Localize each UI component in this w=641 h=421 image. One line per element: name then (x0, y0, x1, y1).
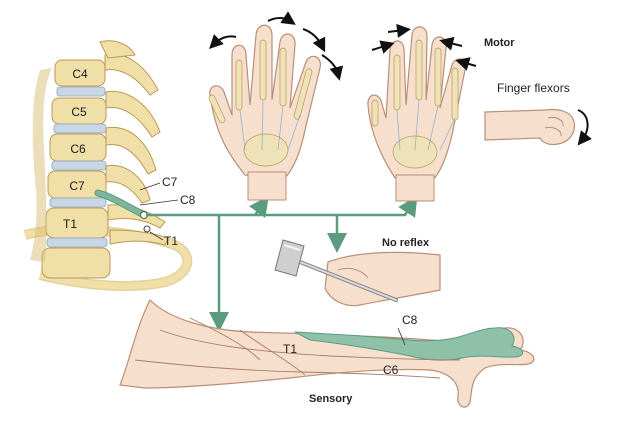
motor-label: Motor (484, 37, 515, 49)
sensory-label: Sensory (309, 393, 353, 405)
finger-flexors-label: Finger flexors (497, 81, 570, 95)
root-c8-label: C8 (180, 193, 196, 207)
vertebra-t1-label: T1 (63, 217, 77, 231)
vertebra-c7-label: C7 (69, 179, 85, 193)
vertebra-c6-label: C6 (70, 142, 86, 156)
hand-spread-fingers (208, 11, 344, 201)
reflex-test-illustration (274, 239, 441, 307)
root-t1-label: T1 (164, 234, 178, 248)
cervical-spine: C4 C5 C6 C7 T1 C7 C8 T1 (23, 40, 196, 291)
forearm-dermatomes (119, 298, 535, 408)
no-reflex-label: No reflex (382, 237, 430, 249)
nerve-pathways (146, 195, 418, 332)
vertebra-c5-label: C5 (71, 105, 87, 119)
dermatome-t1-label: T1 (283, 342, 297, 356)
dermatome-c6-label: C6 (383, 363, 399, 377)
root-c7-label: C7 (162, 175, 178, 189)
dermatome-c8-label: C8 (402, 313, 418, 327)
vertebra-c4-label: C4 (72, 67, 88, 81)
hand-adducted-fingers (367, 23, 477, 202)
fist-illustration (484, 108, 592, 146)
